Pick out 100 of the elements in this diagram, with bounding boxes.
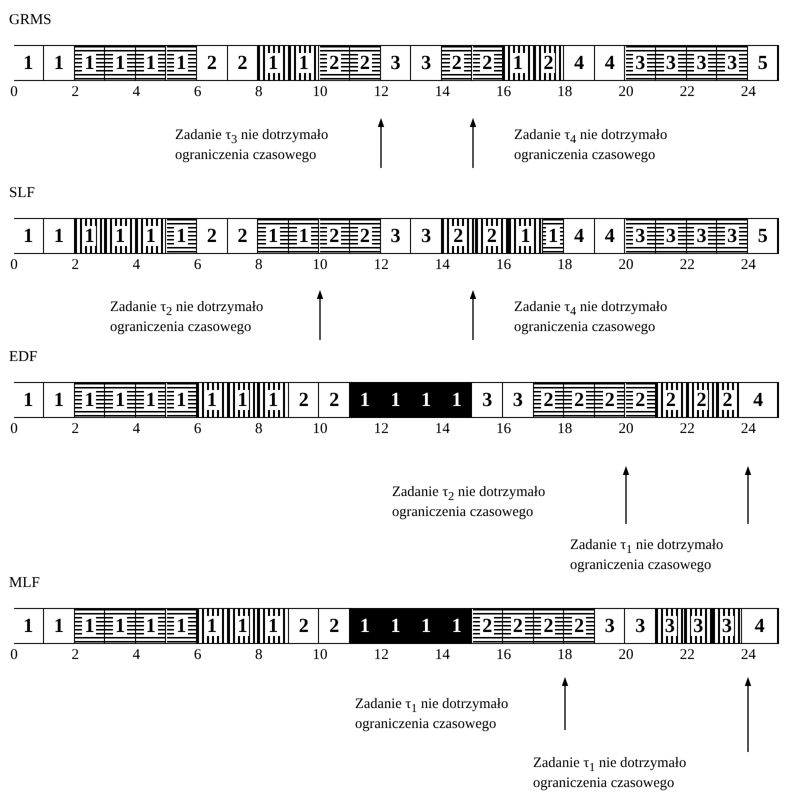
time-tick-label: 6 bbox=[194, 257, 202, 274]
task-number: 5 bbox=[756, 53, 769, 73]
task-number: 3 bbox=[512, 390, 524, 410]
task-number: 4 bbox=[752, 390, 764, 410]
task-number: 1 bbox=[144, 53, 158, 73]
schedule-cell bbox=[656, 219, 687, 253]
time-tick-label: 0 bbox=[10, 421, 18, 438]
row-title: MLF bbox=[9, 575, 40, 592]
schedule-cell bbox=[288, 219, 320, 253]
task-number: 1 bbox=[510, 53, 525, 73]
time-tick-label: 16 bbox=[496, 421, 512, 438]
schedule-cell bbox=[136, 219, 166, 253]
time-tick-label: 20 bbox=[618, 647, 634, 664]
task-number: 1 bbox=[113, 616, 128, 636]
time-tick-label: 0 bbox=[10, 84, 18, 101]
time-tick-label: 22 bbox=[680, 84, 695, 101]
schedule-cell bbox=[105, 609, 136, 643]
schedule-cell bbox=[564, 383, 595, 417]
schedule-cell bbox=[74, 219, 106, 253]
task-number: 1 bbox=[144, 226, 158, 246]
task-number: 2 bbox=[298, 390, 310, 410]
schedule-cell bbox=[105, 219, 136, 253]
task-number: 4 bbox=[604, 53, 616, 73]
schedule-cell bbox=[472, 609, 504, 643]
time-tick-label: 16 bbox=[496, 647, 512, 664]
schedule-cell bbox=[534, 609, 564, 643]
schedule-cell bbox=[594, 383, 626, 417]
schedule-cell bbox=[288, 46, 320, 80]
task-number: 1 bbox=[420, 390, 432, 410]
task-number: 3 bbox=[420, 53, 432, 73]
schedule-cell bbox=[14, 219, 44, 253]
schedule-cell bbox=[258, 46, 289, 80]
schedule-cell bbox=[136, 46, 166, 80]
task-number: 3 bbox=[604, 616, 616, 636]
task-number: 2 bbox=[328, 390, 340, 410]
schedule-cell bbox=[350, 383, 381, 417]
task-number: 3 bbox=[634, 616, 646, 636]
time-tick-label: 12 bbox=[374, 257, 389, 274]
time-tick-label: 2 bbox=[71, 421, 79, 438]
task-number: 2 bbox=[358, 226, 372, 246]
task-number: 2 bbox=[480, 53, 494, 73]
time-tick-label: 2 bbox=[71, 257, 79, 274]
schedule-cell bbox=[442, 219, 476, 253]
time-tick-label: 16 bbox=[496, 84, 512, 101]
task-number: 1 bbox=[113, 53, 128, 73]
task-number: 3 bbox=[694, 226, 708, 246]
task-number: 1 bbox=[358, 390, 371, 410]
time-tick-label: 20 bbox=[618, 84, 634, 101]
schedule-cell bbox=[626, 46, 656, 80]
time-tick-label: 18 bbox=[557, 647, 572, 664]
task-number: 1 bbox=[52, 226, 65, 246]
schedule-cell bbox=[228, 46, 258, 80]
schedule-cell bbox=[105, 383, 136, 417]
task-number: 1 bbox=[52, 616, 65, 636]
time-tick-label: 18 bbox=[557, 84, 572, 101]
time-tick-label: 20 bbox=[618, 421, 634, 438]
task-number: 1 bbox=[546, 226, 560, 246]
row-title: EDF bbox=[9, 349, 38, 366]
schedule-cell bbox=[166, 46, 198, 80]
task-number: 1 bbox=[450, 390, 463, 410]
task-number: 2 bbox=[206, 53, 218, 73]
task-number: 1 bbox=[266, 53, 280, 73]
time-tick-label: 24 bbox=[740, 84, 756, 101]
task-number: 2 bbox=[484, 226, 499, 246]
schedule-cell bbox=[476, 219, 510, 253]
task-number: 3 bbox=[389, 53, 402, 73]
time-tick-label: 4 bbox=[132, 84, 140, 101]
time-tick-label: 14 bbox=[434, 647, 450, 664]
time-tick-label: 20 bbox=[618, 257, 634, 274]
task-number: 3 bbox=[420, 226, 432, 246]
task-number: 2 bbox=[327, 226, 342, 246]
task-number: 2 bbox=[327, 53, 342, 73]
schedule-cell bbox=[197, 609, 228, 643]
schedule-cell bbox=[626, 219, 656, 253]
schedule-cell bbox=[656, 383, 687, 417]
task-number: 1 bbox=[82, 53, 96, 73]
deadline-note: Zadanie τ$_{1}$ nie dotrzymało ograniczenia czasowego bbox=[570, 537, 724, 574]
task-number: 1 bbox=[82, 616, 96, 636]
schedule-cell bbox=[442, 46, 472, 80]
task-number: 3 bbox=[389, 226, 402, 246]
task-number: 3 bbox=[633, 53, 648, 73]
task-number: 2 bbox=[236, 53, 248, 73]
schedule-cell bbox=[197, 383, 228, 417]
task-number: 1 bbox=[296, 53, 311, 73]
time-tick-label: 8 bbox=[255, 421, 263, 438]
time-tick-label: 10 bbox=[312, 647, 328, 664]
schedule-cell bbox=[166, 383, 198, 417]
task-number: 1 bbox=[113, 226, 128, 246]
schedule-cell bbox=[166, 219, 198, 253]
task-number: 2 bbox=[480, 616, 494, 636]
task-number: 1 bbox=[22, 53, 34, 73]
schedule-cell bbox=[350, 46, 381, 80]
schedule-cell bbox=[380, 219, 412, 253]
task-number: 3 bbox=[662, 616, 677, 636]
task-number: 1 bbox=[266, 226, 280, 246]
deadline-note: Zadanie τ$_{2}$ nie dotrzymało ograniczenia czasowego bbox=[110, 299, 264, 336]
task-number: 2 bbox=[510, 616, 525, 636]
task-number: 2 bbox=[451, 226, 466, 246]
task-number: 2 bbox=[450, 53, 464, 73]
task-number: 2 bbox=[358, 53, 372, 73]
